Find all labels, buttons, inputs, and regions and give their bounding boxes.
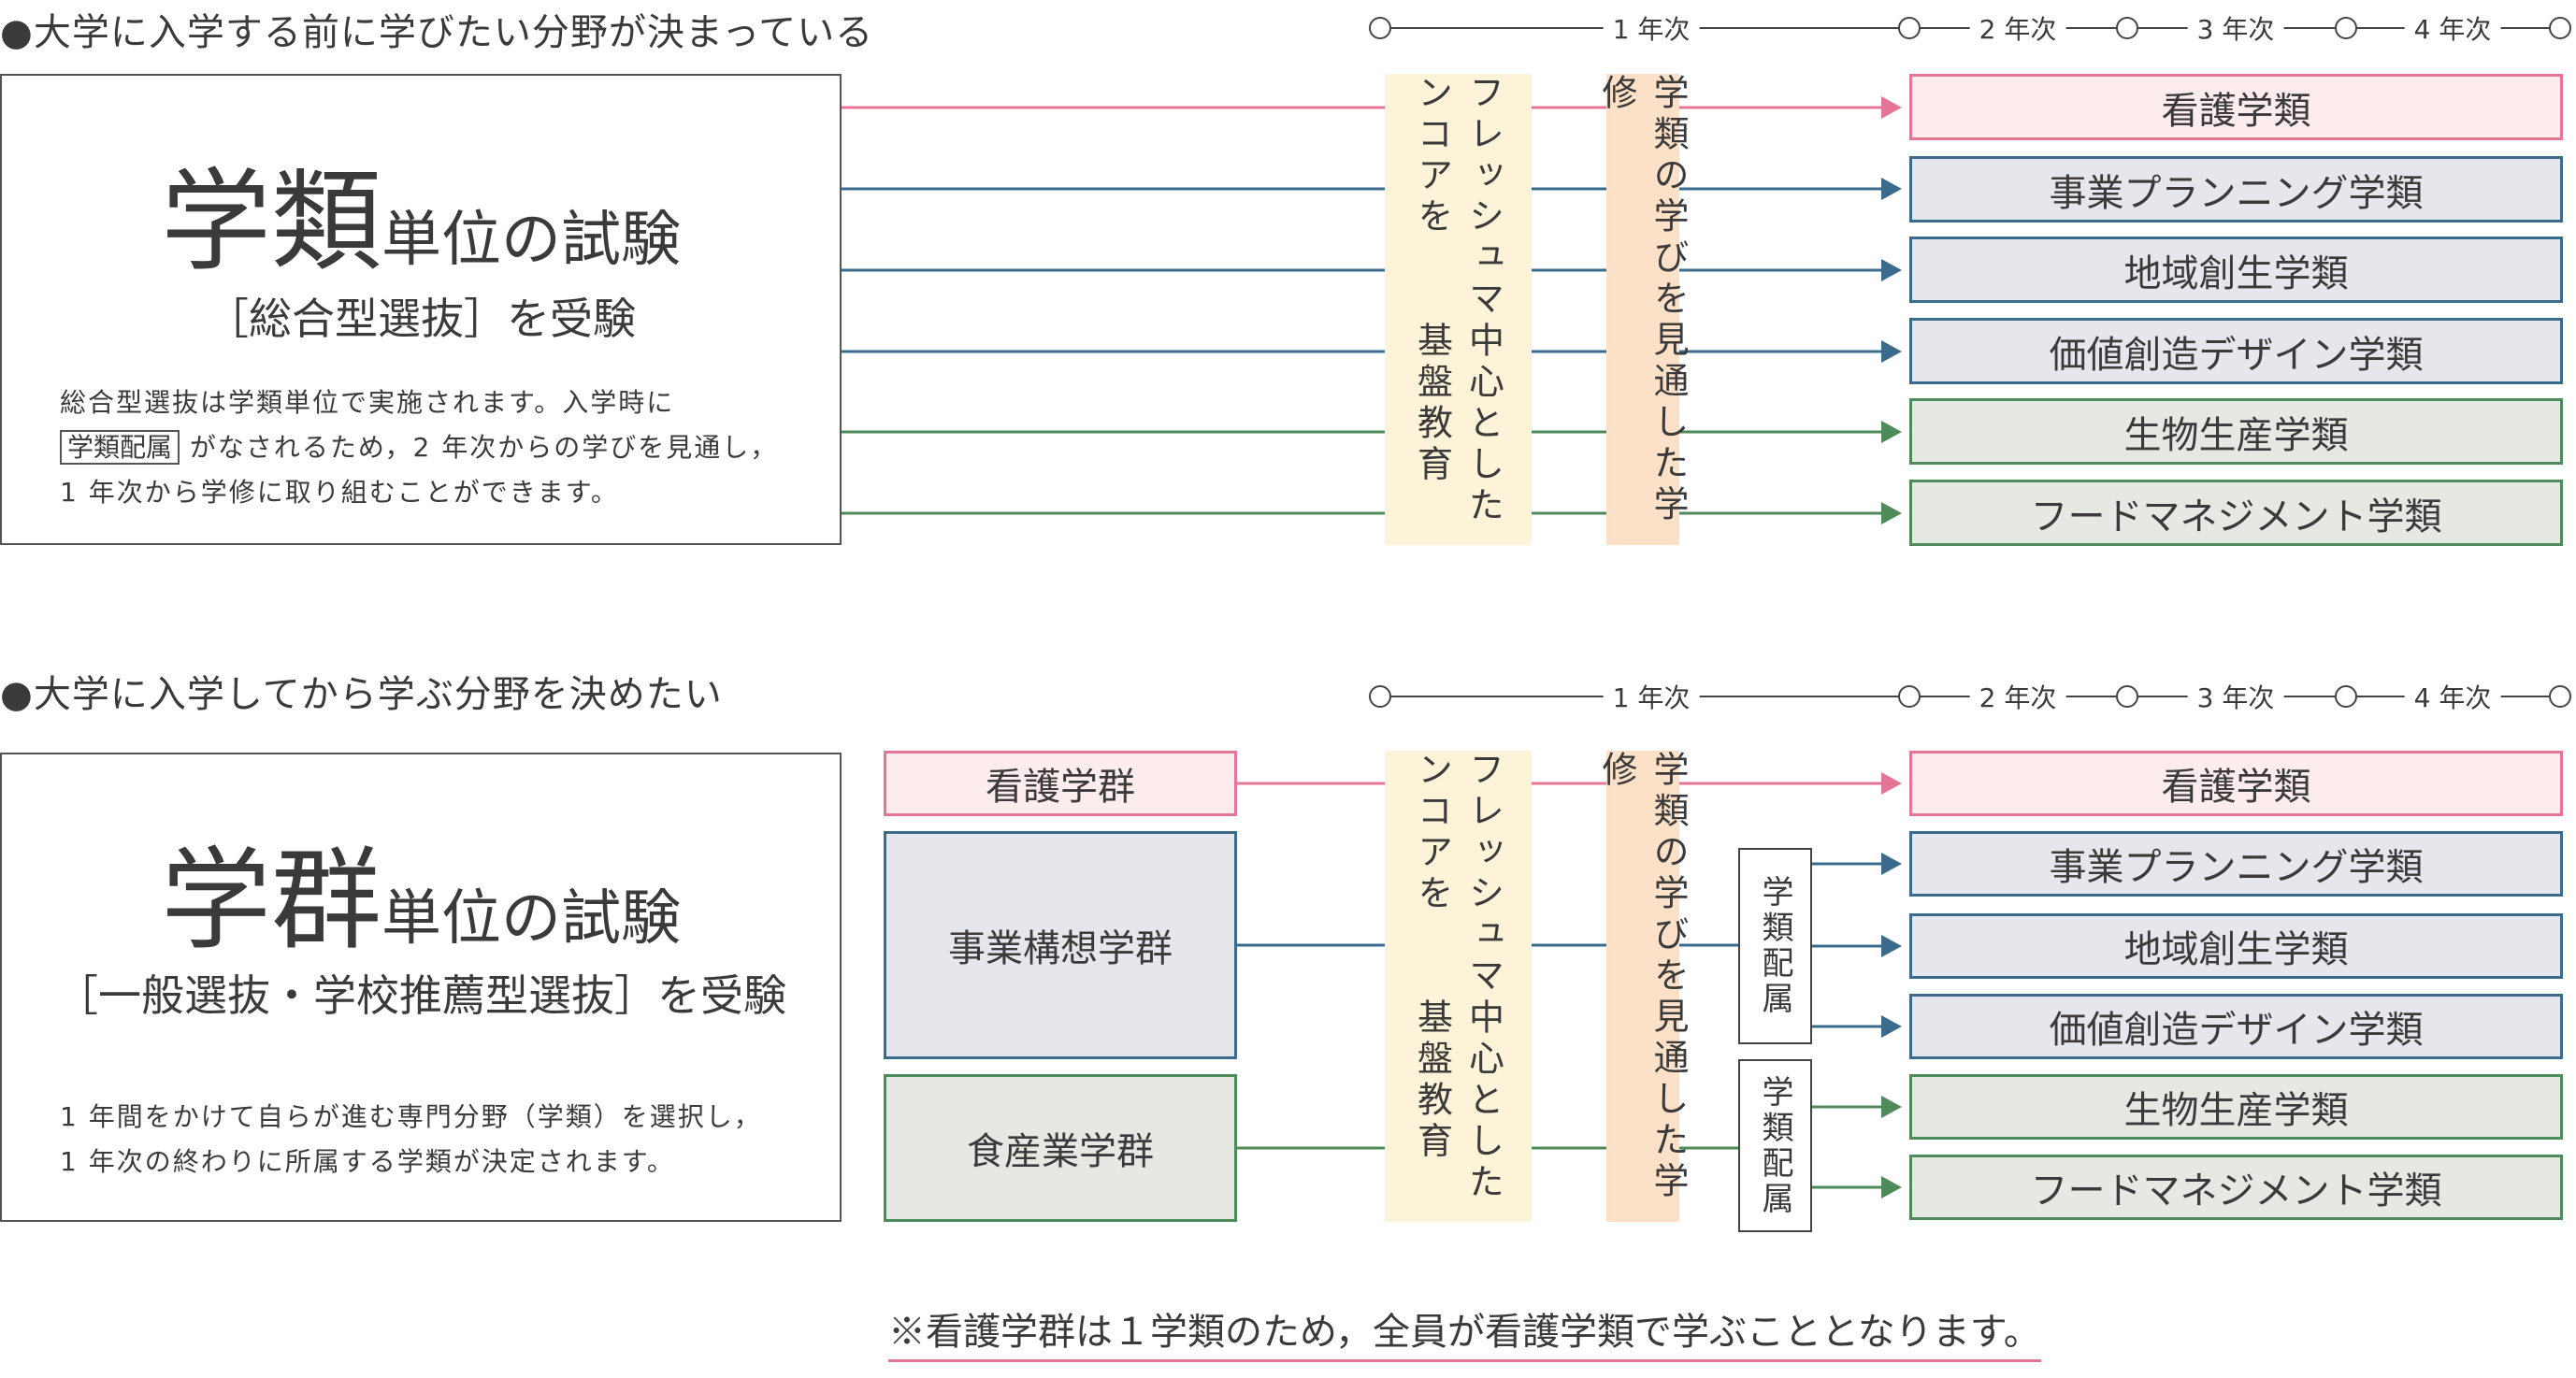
timeline-node bbox=[2549, 685, 2571, 708]
faculty-bioproduction: 生物生産学類 bbox=[1909, 1074, 2563, 1140]
arrow-icon bbox=[1881, 1015, 1902, 1038]
cluster-food-industry: 食産業学群 bbox=[884, 1074, 1237, 1222]
timeline-year4: 4 年次 bbox=[2404, 678, 2501, 715]
arrow-icon bbox=[1881, 1176, 1902, 1199]
timeline-year1: 1 年次 bbox=[1603, 9, 1700, 47]
arrow-icon bbox=[1881, 1096, 1902, 1118]
faculty-regional-revitalization: 地域創生学類 bbox=[1909, 237, 2563, 303]
timeline-year1: 1 年次 bbox=[1603, 678, 1700, 715]
timeline-node bbox=[2116, 685, 2138, 708]
timeline-node bbox=[1369, 685, 1391, 708]
exam-description: 1 年間をかけて自らが進む専門分野（学類）を選択し， 1 年次の終わりに所属する… bbox=[60, 1101, 762, 1177]
exam-subtitle: ［一般選抜・学校推薦型選抜］を受験 bbox=[55, 970, 786, 1021]
faculty-regional-revitalization: 地域創生学類 bbox=[1909, 913, 2563, 979]
freshman-core-band: フレッシュマンコアを 中心とした基盤教育 bbox=[1385, 751, 1532, 1222]
exam-subtitle: ［総合型選抜］を受験 bbox=[206, 294, 636, 344]
faculty-nursing: 看護学類 bbox=[1909, 751, 2563, 816]
freshman-core-band: フレッシュマンコアを 中心とした基盤教育 bbox=[1385, 74, 1532, 545]
arrow-icon bbox=[1881, 421, 1902, 443]
faculty-nursing: 看護学類 bbox=[1909, 74, 2563, 140]
faculty-value-creation-design: 価値創造デザイン学類 bbox=[1909, 994, 2563, 1059]
timeline-node bbox=[1898, 685, 1921, 708]
timeline-year3: 3 年次 bbox=[2187, 9, 2284, 47]
faculty-outlook-band: 学類の学びを見通した学修 bbox=[1596, 751, 1689, 1222]
arrow-icon bbox=[1881, 772, 1902, 795]
timeline-year3: 3 年次 bbox=[2187, 678, 2284, 715]
timeline-node bbox=[1369, 17, 1391, 39]
exam-description: 総合型選抜は学類単位で実施されます。入学時に 学類配属 がなされるため，2 年次… bbox=[60, 387, 779, 508]
faculty-assignment-tag: 学類配属 bbox=[60, 430, 180, 465]
arrow-icon bbox=[1881, 259, 1902, 281]
exam-box-cluster: 学群単位の試験 ［一般選抜・学校推薦型選抜］を受験 1 年間をかけて自らが進む専… bbox=[0, 753, 842, 1222]
exam-box-faculty: 学類単位の試験 ［総合型選抜］を受験 総合型選抜は学類単位で実施されます。入学時… bbox=[0, 74, 842, 545]
cluster-nursing: 看護学群 bbox=[884, 751, 1237, 816]
arrow-icon bbox=[1881, 502, 1902, 524]
timeline-year2: 2 年次 bbox=[1969, 9, 2066, 47]
arrow-icon bbox=[1881, 340, 1902, 363]
faculty-business-planning: 事業プランニング学類 bbox=[1909, 831, 2563, 897]
arrow-icon bbox=[1881, 853, 1902, 875]
arrowheads bbox=[1881, 96, 1902, 1199]
timeline-node bbox=[2549, 17, 2571, 39]
footnote: ※看護学群は１学類のため，全員が看護学類で学ぶこととなります。 bbox=[888, 1301, 2041, 1362]
section1-heading: ●大学に入学する前に学びたい分野が決まっている bbox=[0, 11, 874, 54]
faculty-value-creation-design: 価値創造デザイン学類 bbox=[1909, 318, 2563, 384]
faculty-outlook-band: 学類の学びを見通した学修 bbox=[1596, 74, 1689, 545]
arrow-icon bbox=[1881, 178, 1902, 200]
timeline-year4: 4 年次 bbox=[2404, 9, 2501, 47]
exam-title: 学群単位の試験 bbox=[160, 836, 681, 965]
faculty-assignment-box: 学類配属 bbox=[1738, 848, 1812, 1044]
faculty-assignment-box: 学類配属 bbox=[1738, 1059, 1812, 1232]
timeline-node bbox=[2335, 685, 2357, 708]
timeline-node bbox=[2116, 17, 2138, 39]
cluster-business-design: 事業構想学群 bbox=[884, 831, 1237, 1059]
arrow-icon bbox=[1881, 935, 1902, 957]
faculty-bioproduction: 生物生産学類 bbox=[1909, 398, 2563, 465]
arrow-icon bbox=[1881, 96, 1902, 119]
timeline-node bbox=[1898, 17, 1921, 39]
faculty-business-planning: 事業プランニング学類 bbox=[1909, 156, 2563, 222]
faculty-food-management: フードマネジメント学類 bbox=[1909, 1155, 2563, 1220]
timeline-year2: 2 年次 bbox=[1969, 678, 2066, 715]
faculty-food-management: フードマネジメント学類 bbox=[1909, 480, 2563, 546]
exam-title: 学類単位の試験 bbox=[160, 157, 681, 286]
timeline-node bbox=[2335, 17, 2357, 39]
section2-heading: ●大学に入学してから学ぶ分野を決めたい bbox=[0, 673, 723, 716]
